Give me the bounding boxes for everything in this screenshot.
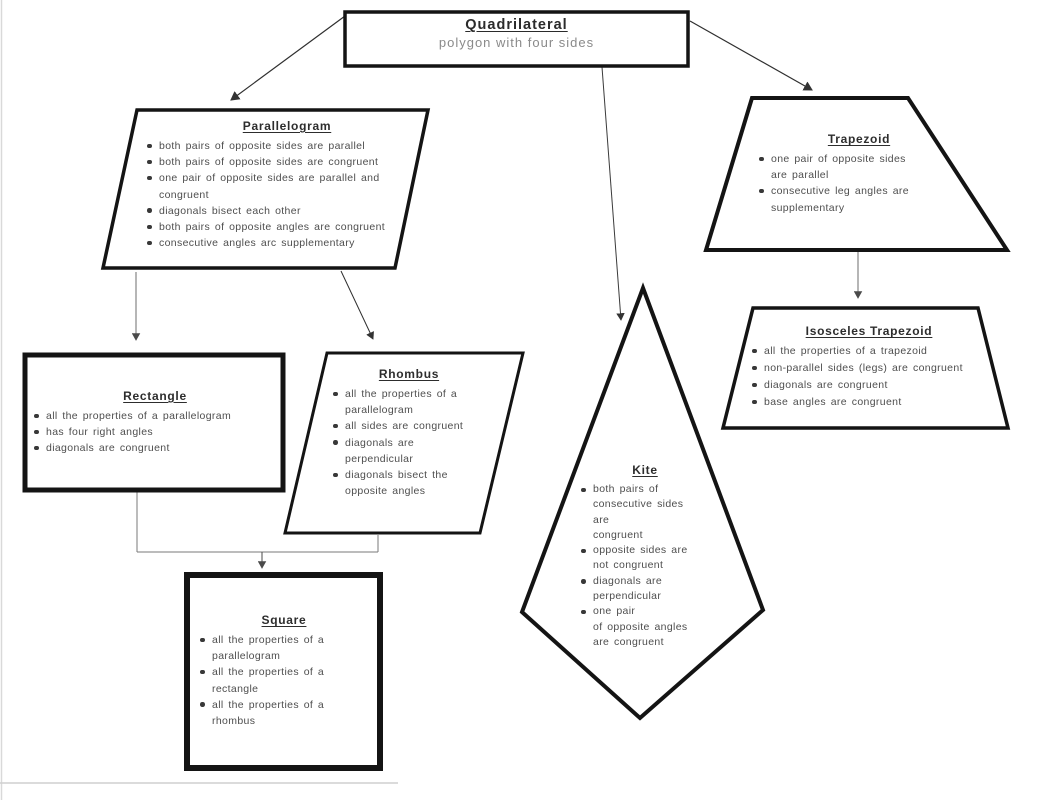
bullet-item: diagonals are perpendicular bbox=[580, 574, 710, 605]
bullet-item: diagonals are perpendicular bbox=[332, 435, 486, 467]
parallelogram-node: Parallelogram both pairs of opposite sid… bbox=[146, 119, 428, 251]
trapezoid-shape bbox=[703, 96, 1011, 252]
bullet-item: both pairs of opposite sides are paralle… bbox=[146, 138, 428, 154]
arrow-quadrilateral-to-kite bbox=[601, 66, 625, 321]
quadrilateral-shape bbox=[343, 10, 690, 68]
rhombus-node: Rhombus all the properties of a parallel… bbox=[332, 367, 486, 499]
bullet-item: both pairs of consecutive sides are cong… bbox=[580, 482, 710, 543]
parallelogram-shape bbox=[100, 108, 431, 270]
parallelogram-title: Parallelogram bbox=[242, 119, 332, 133]
kite-title: Kite bbox=[632, 463, 658, 477]
bullet-item: all the properties of a rectangle bbox=[199, 664, 369, 696]
arrow-parallelogram-to-rhombus bbox=[340, 270, 374, 340]
quadrilateral-subtitle: polygon with four sides bbox=[438, 35, 595, 50]
arrow-quadrilateral-to-trapezoid bbox=[689, 20, 813, 91]
isosceles-trapezoid-title: Isosceles Trapezoid bbox=[805, 324, 933, 338]
kite-node: Kite both pairs of consecutive sides are… bbox=[580, 463, 710, 650]
quadrilateral-node: Quadrilateral polygon with four sides bbox=[345, 17, 688, 50]
rectangle-shape bbox=[22, 352, 286, 493]
bullet-item: all the properties of a parallelogram bbox=[332, 386, 486, 418]
rectangle-bullets: all the properties of a parallelogram ha… bbox=[33, 408, 277, 457]
bullet-item: diagonals are congruent bbox=[751, 377, 987, 394]
trapezoid-node: Trapezoid one pair of opposite sides are… bbox=[758, 132, 960, 216]
kite-bullets: both pairs of consecutive sides are cong… bbox=[580, 482, 710, 650]
square-node: Square all the properties of a parallelo… bbox=[199, 613, 369, 729]
bullet-item: one pair of opposite sides are parallel … bbox=[146, 170, 428, 202]
square-shape bbox=[184, 572, 383, 771]
bullet-item: both pairs of opposite angles are congru… bbox=[146, 219, 428, 235]
square-title: Square bbox=[261, 613, 307, 627]
isosceles-trapezoid-shape bbox=[720, 306, 1011, 430]
connector-rectangle-rhombus-elbow bbox=[136, 492, 379, 553]
isosceles-trapezoid-bullets: all the properties of a trapezoid non-pa… bbox=[751, 343, 987, 411]
isosceles-trapezoid-node: Isosceles Trapezoid all the properties o… bbox=[751, 324, 987, 411]
square-bullets: all the properties of a parallelogram al… bbox=[199, 632, 369, 729]
rhombus-bullets: all the properties of a parallelogram al… bbox=[332, 386, 486, 499]
bullet-item: non-parallel sides (legs) are congruent bbox=[751, 360, 987, 377]
bullet-item: consecutive leg angles are supplementary bbox=[758, 183, 960, 215]
bullet-item: all the properties of a rhombus bbox=[199, 697, 369, 729]
bullet-item: both pairs of opposite sides are congrue… bbox=[146, 154, 428, 170]
parallelogram-bullets: both pairs of opposite sides are paralle… bbox=[146, 138, 428, 251]
trapezoid-bullets: one pair of opposite sides are parallel … bbox=[758, 151, 960, 216]
bullet-item: one pair of opposite angles are congruen… bbox=[580, 604, 710, 650]
trapezoid-title: Trapezoid bbox=[827, 132, 891, 146]
bullet-item: all sides are congruent bbox=[332, 418, 486, 434]
bullet-item: all the properties of a parallelogram bbox=[33, 408, 277, 424]
rhombus-shape bbox=[283, 351, 525, 535]
bullet-item: opposite sides are not congruent bbox=[580, 543, 710, 574]
bullet-item: has four right angles bbox=[33, 424, 277, 440]
bullet-item: one pair of opposite sides are parallel bbox=[758, 151, 960, 183]
rectangle-node: Rectangle all the properties of a parall… bbox=[33, 389, 277, 457]
bullet-item: diagonals bisect each other bbox=[146, 203, 428, 219]
bullet-item: diagonals are congruent bbox=[33, 440, 277, 456]
bullet-item: all the properties of a trapezoid bbox=[751, 343, 987, 360]
quadrilateral-title: Quadrilateral bbox=[465, 17, 568, 33]
bullet-item: all the properties of a parallelogram bbox=[199, 632, 369, 664]
bullet-item: diagonals bisect the opposite angles bbox=[332, 467, 486, 499]
rectangle-title: Rectangle bbox=[123, 389, 187, 403]
rhombus-title: Rhombus bbox=[378, 367, 440, 381]
bullet-item: consecutive angles arc supplementary bbox=[146, 235, 428, 251]
bullet-item: base angles are congruent bbox=[751, 394, 987, 411]
arrow-quadrilateral-to-parallelogram bbox=[230, 15, 346, 101]
